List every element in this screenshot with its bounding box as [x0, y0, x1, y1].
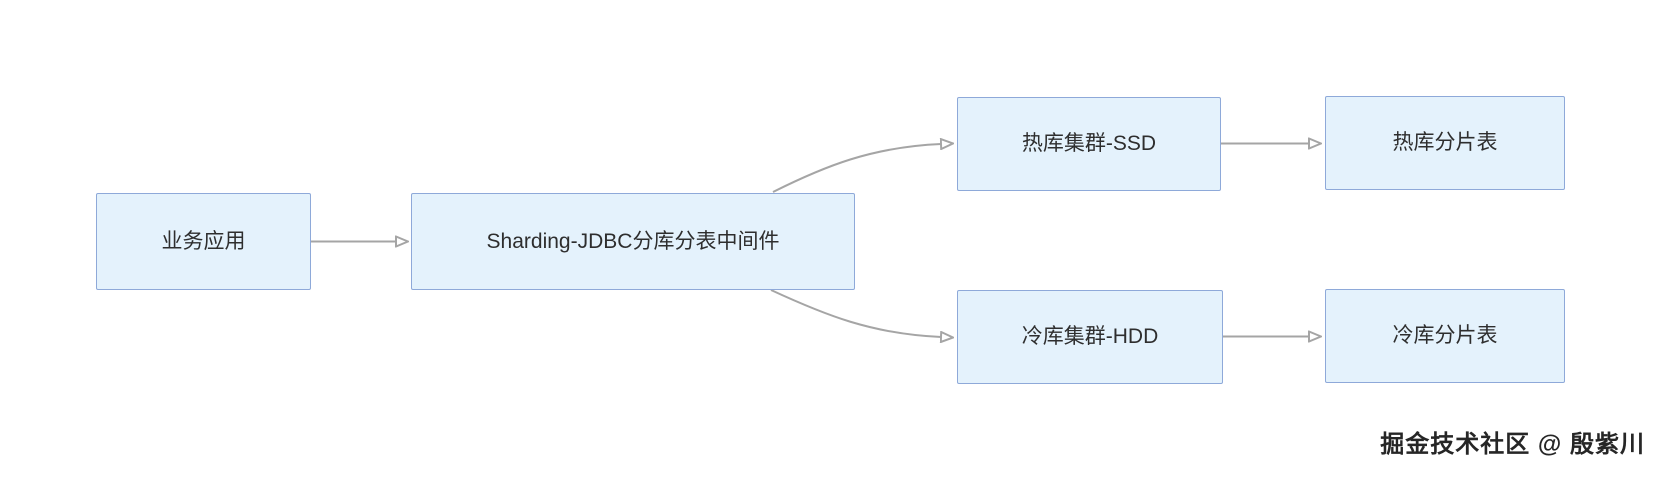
node-hot-shard-table: 热库分片表 [1325, 96, 1565, 190]
node-hot-cluster: 热库集群-SSD [957, 97, 1221, 191]
watermark: 掘金技术社区 @ 殷紫川 [1380, 431, 1645, 458]
node-business-app-label: 业务应用 [161, 229, 246, 253]
node-business-app: 业务应用 [96, 193, 311, 290]
node-cold-shard-table: 冷库分片表 [1325, 289, 1565, 383]
node-cold-cluster-label: 冷库集群-HDD [1021, 325, 1159, 349]
edge-middleware-to-hot-cluster [772, 144, 941, 193]
node-cold-shard-table-label: 冷库分片表 [1392, 324, 1498, 348]
node-hot-cluster-label: 热库集群-SSD [1021, 132, 1157, 156]
node-hot-shard-table-label: 热库分片表 [1392, 131, 1498, 155]
node-middleware: Sharding-JDBC分库分表中间件 [411, 193, 855, 290]
node-middleware-label: Sharding-JDBC分库分表中间件 [486, 229, 780, 253]
node-cold-cluster: 冷库集群-HDD [957, 290, 1223, 384]
edge-middleware-to-cold-cluster [770, 289, 941, 337]
